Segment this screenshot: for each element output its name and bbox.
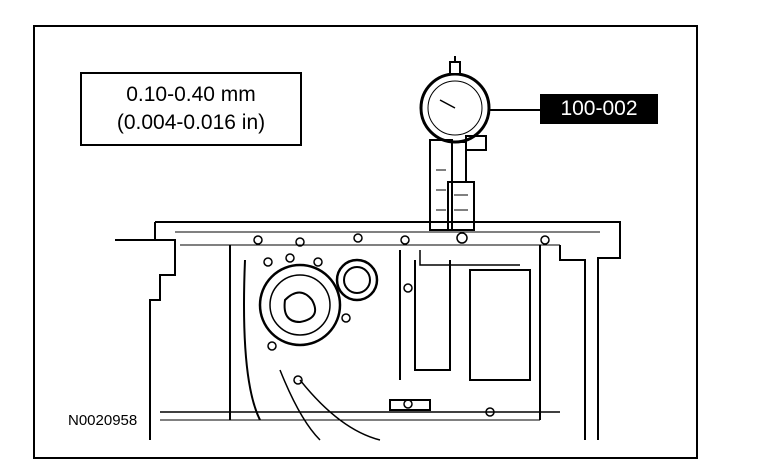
block-left-outline [115,222,176,440]
dial-indicator-base-left [429,139,453,231]
tool-number-label: 100-002 [540,94,658,124]
specification-metric: 0.10-0.40 mm [126,83,256,106]
engine-block [115,221,621,441]
cylinder-bore-wall [469,269,531,381]
bolt-holes [253,232,550,417]
oil-pump-rotor [283,291,316,324]
oil-pump-assembly [258,258,379,347]
block-right-wall [539,245,586,440]
oil-pump-housing [258,263,342,347]
block-left-wall [229,245,261,421]
figure-identifier: N0020958 [66,412,140,429]
dial-indicator-clamp [465,135,487,151]
clearance-specification-box: 0.10-0.40 mm (0.004-0.016 in) [80,72,302,146]
oil-pan-rail [389,399,431,411]
balance-shaft-bore [335,258,379,302]
dial-indicator-stem-cap [449,61,461,75]
dial-indicator [419,56,491,231]
dial-needle [439,99,456,109]
dial-indicator-inner-ring [427,80,483,136]
dial-indicator-foot [447,181,475,231]
dial-indicator-spindle [451,141,467,183]
bearing-web [399,250,451,380]
block-deck-outline [155,221,621,440]
specification-imperial: (0.004-0.016 in) [116,111,266,134]
